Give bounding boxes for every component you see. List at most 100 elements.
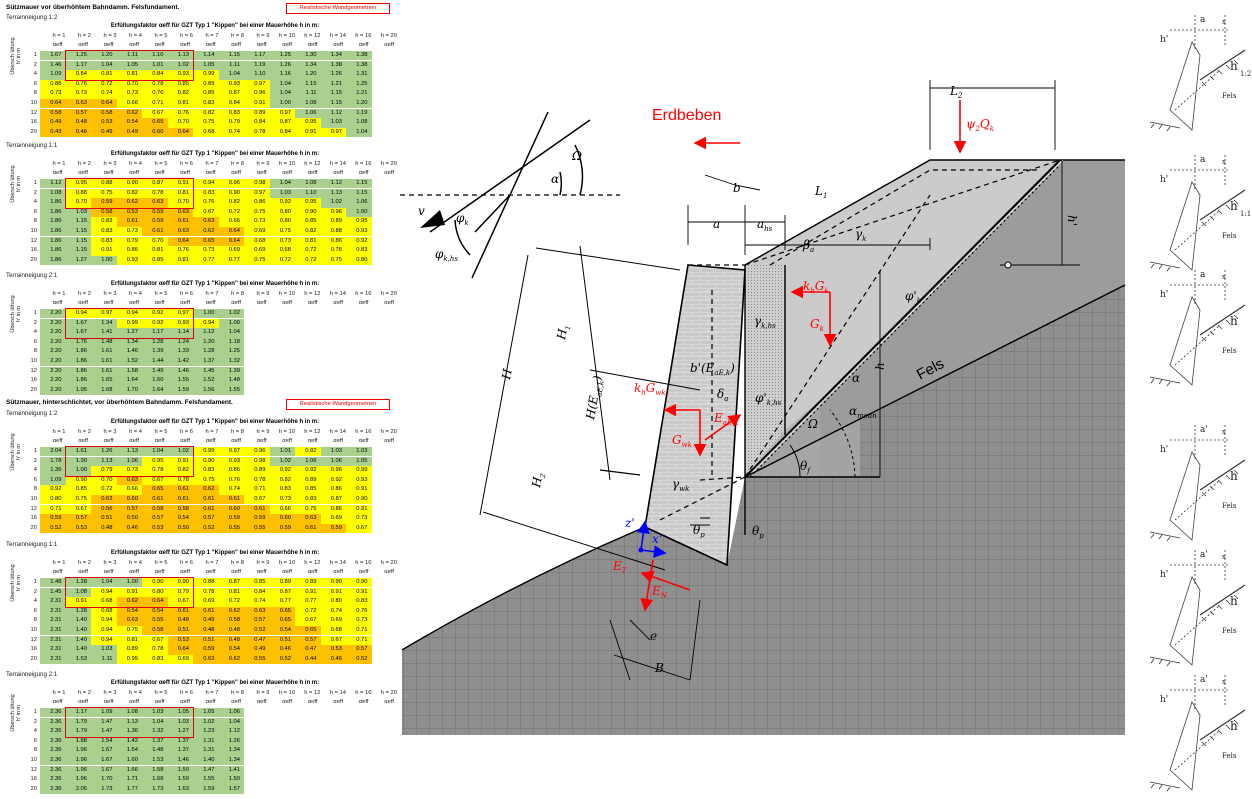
column-header: h = 4 [128,161,142,167]
column-header: h = 8 [230,429,244,435]
table-cell: 0.85 [244,578,270,588]
table-cell: 0.75 [193,475,219,486]
table-cell: 1.41 [218,765,244,775]
table-cell: 0.90 [116,179,142,189]
table-cell: 0.90 [320,578,346,588]
table-cell: 0.82 [167,89,193,99]
table-cell: 0.67 [167,597,193,607]
label-part: a [757,217,764,231]
label-part: L [814,184,823,198]
alpha-header: αeff [307,42,318,48]
table-cell: 1.11 [116,51,142,61]
sketch-label: 1:1 [1240,210,1251,218]
realistic-geometry-button[interactable]: Realistische Wandgeometrien [286,399,390,410]
table-cell: 1.96 [65,756,91,766]
table-cell: 0.92 [40,485,66,495]
label-part: γ [855,227,863,241]
table-cell: 0.86 [244,198,270,208]
table-cell: 0.83 [346,246,372,256]
table-cell: 0.57 [295,635,321,645]
label-alpha2: α [852,371,860,385]
table-cell: 1.57 [218,784,244,795]
label-part: γ [672,477,680,491]
table-cell: 0.76 [167,246,193,256]
table-cell: 0.62 [193,227,219,237]
table-cell: 0.89 [295,578,321,588]
alpha-header: αeff [78,300,88,306]
table-cell: 1.67 [65,318,91,328]
table-caption: Erfüllungsfaktor αeff für GZT Typ 1 "Kip… [110,550,320,556]
table-cell: 1.55 [218,385,244,396]
terrain-slope-label: Terrainneigung 1:1 [6,142,58,149]
table-cell: 0.73 [116,466,142,476]
table-cell: 1.86 [65,357,91,367]
table-cell: 1.04 [269,89,295,99]
table-cell: 0.60 [142,127,168,138]
table-cell: 1.53 [142,756,168,766]
table-cell: 1.50 [167,765,193,775]
table-cell: 0.64 [40,99,66,109]
table-cell: 0.99 [116,318,142,328]
label-part: h [641,389,646,397]
table-cell: 1.28 [193,347,219,357]
table-cell: 0.73 [346,514,372,524]
alpha-header: αeff [358,438,369,444]
table-cell: 0.68 [244,236,270,246]
table-cell: 0.48 [167,616,193,626]
label-x: x' [652,532,662,546]
table-cell: 0.89 [295,475,321,486]
table-cell: 0.75 [244,207,270,218]
row-label: 16 [30,515,37,522]
label-part: k [990,125,994,133]
table-cell: 0.63 [116,616,142,626]
table-cell: 0.74 [320,606,346,617]
terrain-slope-label: Terrainneigung 1:2 [6,410,58,417]
column-header: h = 12 [304,690,321,696]
table-cell: 0.78 [244,475,270,486]
label-part: a [724,395,728,403]
label-part: ) [590,374,605,382]
table-cell: 1.88 [65,736,91,747]
table-cell: 1.46 [167,756,193,766]
table-cell: 1.09 [40,70,66,80]
table-cell: 1.13 [320,188,346,198]
section-title: Sützmauer vor überhöhtem Bahndamm. Felsf… [6,4,180,11]
column-header: h = 9 [256,291,270,297]
rock-ground [402,285,1125,735]
table-cell: 0.88 [40,79,66,90]
table-cell: 1.58 [116,366,142,376]
alpha-header: αeff [256,42,267,48]
table-cell: 0.73 [65,89,91,99]
alpha-header: αeff [358,170,369,176]
label-psiQ: ψ2Qk [966,117,994,133]
table-cell: 0.96 [218,179,244,189]
column-header: h = 8 [230,690,244,696]
table-cell: 1.50 [218,775,244,785]
table-cell: 1.68 [91,385,117,396]
table-cell: 0.69 [244,246,270,256]
table-cell: 0.65 [269,616,295,626]
realistic-geometry-button[interactable]: Realistische Wandgeometrien [286,3,390,14]
table-cell: 1.61 [65,447,91,457]
alpha-header: αeff [384,699,394,705]
table-cell: 0.52 [40,523,66,534]
table-cell: 0.75 [244,255,270,266]
table-cell: 0.77 [193,255,219,266]
table-cell: 1.02 [167,60,193,70]
alpha-header: αeff [103,438,114,444]
table-cell: 0.58 [91,207,117,218]
table-cell: 0.93 [218,79,244,90]
label-phik: φ'k [905,289,921,305]
column-header: h = 5 [154,690,168,696]
table-cell: 1.37 [167,746,193,756]
label-part: p [759,532,764,540]
table-cell: 0.55 [244,523,270,534]
table-cell: 0.85 [295,217,321,227]
table-cell: 1.54 [91,736,117,747]
table-cell: 1.53 [65,654,91,665]
sketch-label: h' [1160,445,1168,455]
